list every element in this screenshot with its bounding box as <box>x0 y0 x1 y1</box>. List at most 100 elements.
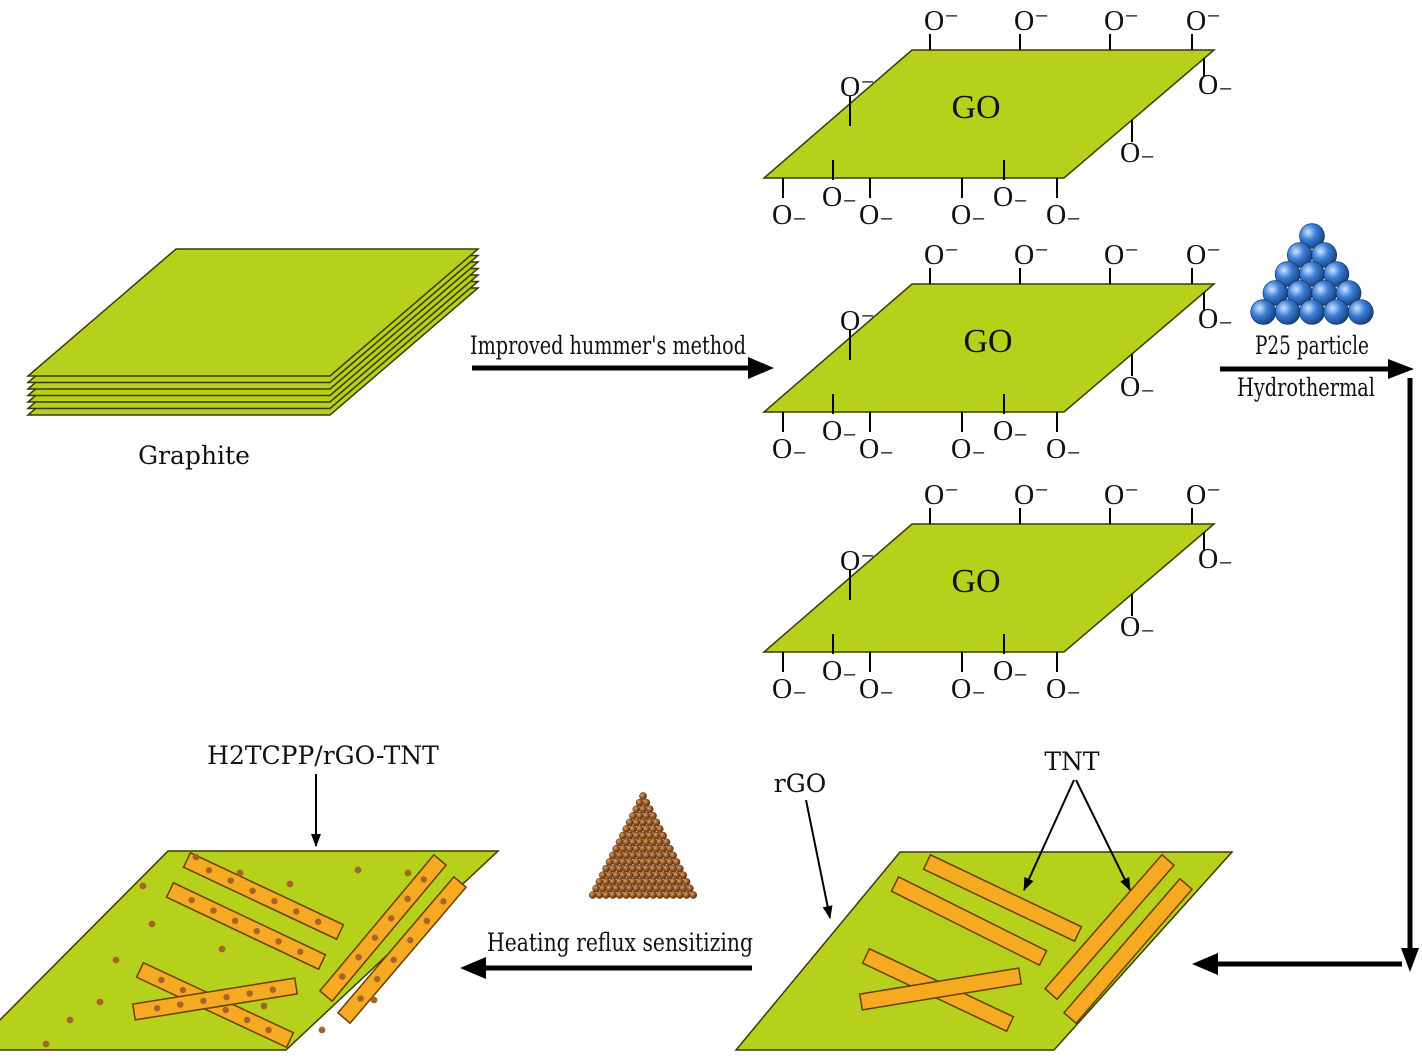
sphere <box>1250 299 1277 325</box>
sphere <box>635 812 644 820</box>
go-sheet: GOO⁻O⁻O⁻O⁻O⁻O₋O₋O₋O₋O₋O₋O₋O₋ <box>761 480 1233 705</box>
oxygen-group: O⁻ <box>924 480 959 511</box>
sphere <box>649 878 657 886</box>
sensitized-tnt-tube <box>131 977 299 1021</box>
porphyrin-dot <box>222 1006 229 1014</box>
sphere <box>639 845 647 853</box>
sphere <box>655 825 664 833</box>
sphere <box>655 891 664 899</box>
sphere <box>605 871 614 880</box>
go-sheet: GOO⁻O⁻O⁻O⁻O⁻O₋O₋O₋O₋O₋O₋O₋O₋ <box>761 6 1233 231</box>
sphere <box>599 871 607 880</box>
sphere <box>689 891 698 899</box>
porphyrin-dot <box>260 1002 268 1010</box>
sphere <box>632 871 641 880</box>
sphere <box>642 864 651 873</box>
hydrothermal-label: Hydrothermal <box>1237 373 1375 402</box>
oxygen-group: O₋ <box>1046 674 1081 705</box>
tnt-tube <box>890 875 1048 967</box>
oxygen-group: O₋ <box>822 182 857 213</box>
sphere <box>622 891 631 899</box>
sphere <box>679 884 688 893</box>
sphere <box>629 838 637 847</box>
sphere <box>622 825 631 833</box>
sphere <box>659 871 667 880</box>
sphere <box>1299 299 1325 325</box>
sphere <box>679 871 688 880</box>
go-sheets: GOO⁻O⁻O⁻O⁻O⁻O₋O₋O₋O₋O₋O₋O₋O₋GOO⁻O⁻O⁻O⁻O⁻… <box>761 6 1233 705</box>
go-sheet-surface <box>761 523 1217 653</box>
sphere <box>649 891 657 899</box>
oxygen-group: O⁻ <box>840 306 875 337</box>
sphere <box>622 878 631 886</box>
porphyrin-dot <box>246 990 253 997</box>
go-sheet: GOO⁻O⁻O⁻O⁻O⁻O₋O₋O₋O₋O₋O₋O₋O₋ <box>761 240 1233 465</box>
sphere <box>629 878 637 886</box>
step1-label: Improved hummer's method <box>470 331 746 360</box>
sphere <box>625 831 634 840</box>
sphere <box>669 878 677 886</box>
sphere <box>615 864 624 873</box>
sphere <box>605 884 614 893</box>
sphere <box>1274 299 1301 325</box>
oxygen-group: O⁻ <box>1104 6 1139 37</box>
go-sheet-surface <box>761 283 1217 413</box>
sphere <box>632 805 641 814</box>
sphere <box>625 818 634 827</box>
sphere <box>649 838 657 847</box>
sphere <box>659 831 667 840</box>
sphere <box>632 845 641 853</box>
sphere <box>655 878 664 886</box>
porphyrin-dot <box>210 907 217 914</box>
sphere <box>632 818 641 827</box>
oxygen-group: O₋ <box>1198 304 1233 335</box>
tnt-tube <box>922 853 1083 943</box>
sphere <box>642 878 651 886</box>
sphere <box>602 864 610 873</box>
porphyrin-dot <box>269 986 277 993</box>
porphyrin-dot <box>139 882 147 890</box>
arrow-graphite-to-go <box>472 357 774 379</box>
sensitized-tnt-tube <box>318 853 448 1003</box>
sphere <box>1323 261 1350 287</box>
sphere <box>672 884 681 893</box>
porphyrin-dot <box>275 938 282 945</box>
sphere <box>652 831 661 840</box>
porphyrin-dot <box>42 1040 50 1048</box>
sphere <box>635 864 644 873</box>
porphyrin-dot <box>420 876 427 883</box>
sphere <box>642 838 651 847</box>
sphere <box>609 864 617 873</box>
sphere <box>612 845 621 853</box>
sphere <box>615 878 624 886</box>
tnt-tube <box>1043 853 1176 1001</box>
porphyrin-dot <box>357 995 364 1002</box>
sphere <box>1347 299 1374 325</box>
porphyrin-dot <box>354 866 362 874</box>
oxygen-group: O⁻ <box>1186 6 1221 37</box>
porphyrin-dot <box>318 1026 326 1034</box>
sphere <box>625 884 634 893</box>
porphyrin-dot <box>231 917 239 925</box>
sphere <box>676 891 684 899</box>
porphyrin-dot <box>404 869 412 877</box>
sphere <box>612 858 621 866</box>
oxygen-group: O⁻ <box>1104 240 1139 271</box>
sphere <box>676 864 684 873</box>
sphere <box>625 871 634 880</box>
brown-sphere-pyramid-icon <box>588 792 698 899</box>
sphere <box>588 891 597 899</box>
sphere <box>619 871 627 880</box>
sphere <box>662 851 671 860</box>
sphere <box>1323 299 1350 325</box>
oxygen-group: O₋ <box>859 434 894 465</box>
porphyrin-dot <box>192 853 200 861</box>
tnt-tube <box>1062 877 1194 1025</box>
go-sheet-surface <box>761 49 1217 179</box>
product-surface <box>0 850 500 1051</box>
porphyrin-dot <box>371 934 379 941</box>
sphere <box>599 884 607 893</box>
sphere <box>645 805 654 814</box>
go-label: GO <box>963 323 1012 360</box>
porphyrin-dot <box>205 867 213 874</box>
